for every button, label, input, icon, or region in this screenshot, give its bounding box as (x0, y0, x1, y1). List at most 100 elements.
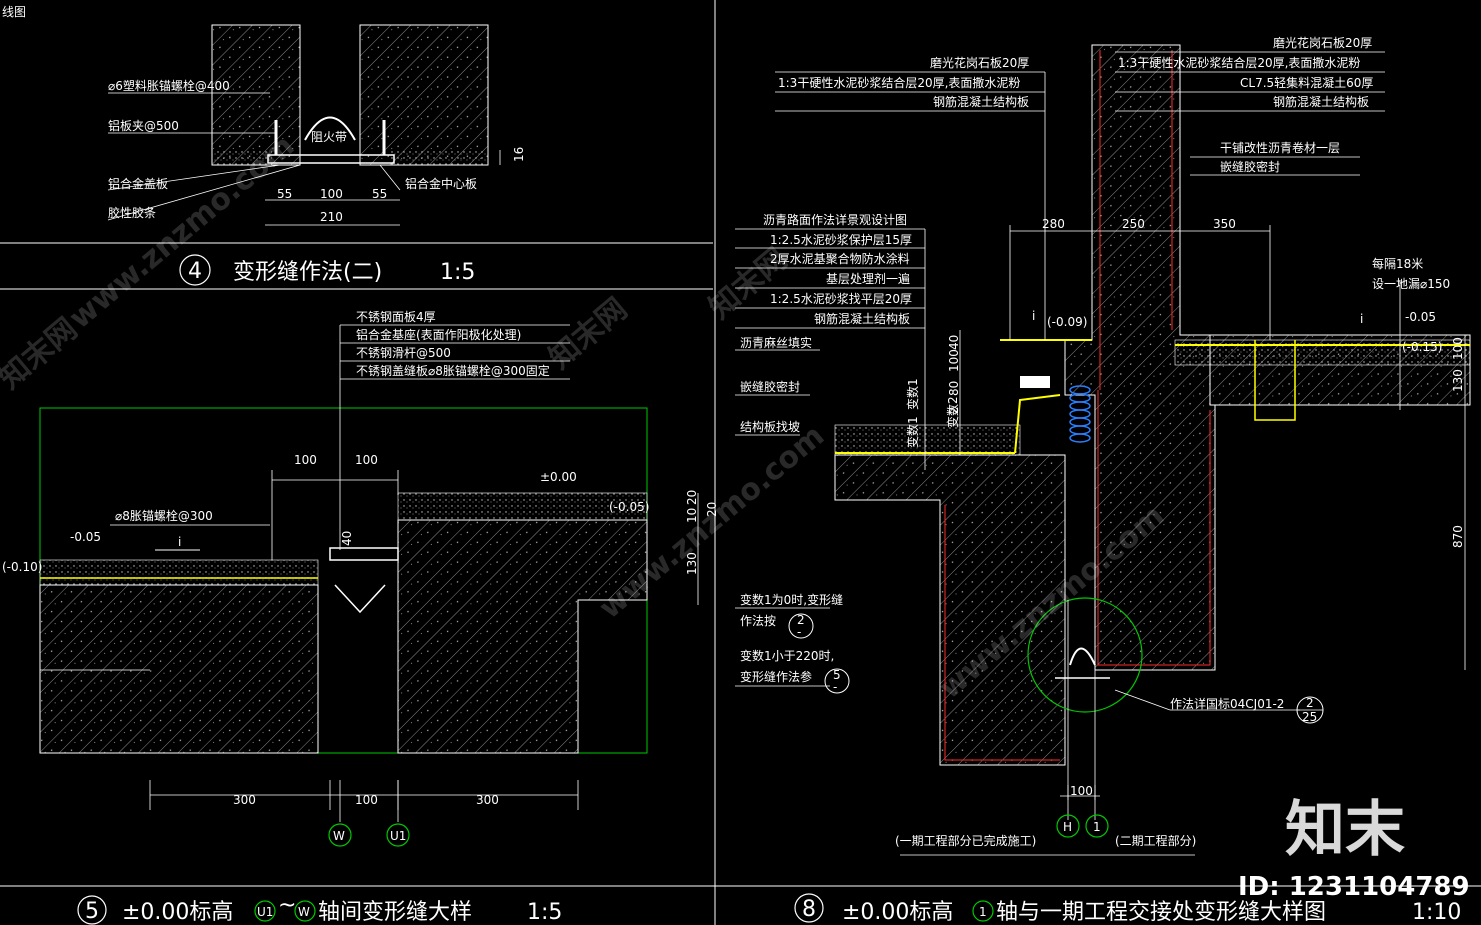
d8-dim-r100: 100 (1451, 337, 1465, 360)
d8-note-2: 嵌缝胶密封 (740, 379, 800, 394)
d8-ref-c-top: 2 (1306, 696, 1314, 710)
d5-title-axis-a: U1 (257, 905, 273, 919)
d5-level-m010: (-0.10) (2, 560, 42, 574)
d8-drain (1254, 340, 1296, 421)
d5-title-sep: ~ (278, 893, 296, 918)
d5-level-m005b: -0.05 (70, 530, 101, 544)
watermark-net-3: 知末网 (703, 241, 794, 326)
d8-rm-layer-2: 嵌缝胶密封 (1220, 159, 1280, 174)
d8-left-slab (834, 454, 1066, 766)
watermark-net-2: 知末网 (543, 291, 634, 376)
d8-note-b-1: 变数1小于220时, (740, 648, 834, 663)
d8-lt-layer-1: 磨光花岗石板20厚 (930, 55, 1029, 70)
d5-number: 5 (85, 899, 99, 924)
d8-slope-left: i (1032, 309, 1035, 323)
d8-title-axis: 1 (979, 905, 987, 919)
d5-dim-b100: 100 (355, 793, 378, 807)
d5-level-zero: ±0.00 (540, 470, 577, 484)
d5-dim-r20: 20 (685, 490, 699, 505)
d4-dim-100: 100 (320, 187, 343, 201)
d4-screed-left (212, 150, 272, 165)
d4-title: 变形缝作法(二) (233, 260, 382, 285)
d8-phase-2: (二期工程部分) (1115, 833, 1196, 848)
d5-slope: i (178, 535, 181, 549)
d4-dim-16: 16 (512, 147, 526, 162)
d8-dim-2: 2 (947, 406, 961, 414)
d4-screed-right (390, 150, 488, 165)
d8-note-3: 结构板找坡 (740, 419, 800, 434)
d5-dim-b300a: 300 (233, 793, 256, 807)
d8-title-suffix: 轴与一期工程交接处变形缝大样图 (996, 900, 1326, 925)
d5-dim-b300b: 300 (476, 793, 499, 807)
d8-spring-coil (1069, 385, 1091, 443)
d8-drain-note-1: 每隔18米 (1372, 256, 1423, 271)
d5-layer-4: 不锈钢盖缝板⌀8胀锚螺栓@300固定 (356, 363, 550, 378)
d8-rt-layer-1: 磨光花岗石板20厚 (1273, 35, 1372, 50)
d8-red-outline (944, 50, 1211, 761)
d8-dim-350: 350 (1213, 217, 1236, 231)
d8-lt-layer-3: 钢筋混凝土结构板 (933, 94, 1029, 109)
d4-fire-strip (304, 116, 356, 141)
d8-level-m005: -0.05 (1405, 310, 1436, 324)
watermark-url-1: www.znzmo.com (63, 128, 301, 336)
d5-dim-r10: 10 (685, 508, 699, 523)
d4-left-block (211, 24, 301, 166)
detail-4-title: 4 变形缝作法(二) 1:5 (179, 254, 475, 286)
watermark-net-1: 知末网 (0, 311, 84, 396)
d8-dim-r130: 130 (1451, 369, 1465, 392)
image-id: ID: 1231104789 (1238, 872, 1470, 902)
d8-ref-a-top: 2 (797, 613, 805, 627)
d4-bolt-label: ⌀6塑料胀锚螺栓@400 (108, 78, 230, 93)
d8-scale: 1:10 (1412, 900, 1461, 925)
d8-l-layer-6: 钢筋混凝土结构板 (814, 311, 910, 326)
d5-title-prefix: ±0.00标高 (122, 900, 233, 925)
d8-ref-c-bottom: 25 (1302, 710, 1317, 724)
d5-left-screed (39, 559, 319, 586)
d4-fire-label: 阻火带 (311, 130, 347, 144)
d8-rt-layer-4: 钢筋混凝土结构板 (1273, 94, 1369, 109)
d8-dim-b100: 100 (1070, 784, 1093, 798)
d5-layer-2: 铝合金基座(表面作阳极化处理) (356, 327, 521, 342)
d5-title-axis-b: W (298, 905, 310, 919)
watermarks: www.znzmo.com www.znzmo.com www.znzmo.co… (0, 128, 1470, 902)
d8-slope-right: i (1360, 312, 1363, 326)
d4-number: 4 (188, 259, 202, 284)
d5-right-slab (397, 519, 648, 754)
d4-glue-label: 胶性胶条 (108, 205, 156, 220)
d8-ref-b-top: 5 (833, 668, 841, 682)
detail-8-drawing: 磨光花岗石板20厚 1:3干硬性水泥砂浆结合层20厚,表面撒水泥粉 钢筋混凝土结… (735, 35, 1471, 856)
d8-note-a-1: 变数1为0时,变形缝 (740, 592, 843, 607)
d4-scale: 1:5 (440, 260, 475, 285)
d5-title-suffix: 轴间变形缝大样 (318, 900, 472, 925)
d8-var-1: 变数1 (905, 378, 920, 410)
d4-plate-label: 铝合金盖板 (108, 176, 168, 191)
d8-note-b-2: 变形缝作法参 (740, 669, 812, 684)
d4-right-block (359, 24, 489, 166)
d8-l-layer-5: 1:2.5水泥砂浆找平层20厚 (770, 291, 912, 306)
d8-drain-note-2: 设一地漏⌀150 (1372, 277, 1450, 291)
d4-clip-label: 铝板夹@500 (108, 118, 179, 133)
d8-axis-right: 1 (1093, 820, 1101, 834)
d5-axis-left: W (333, 829, 345, 843)
d8-l-layer-1: 沥青路面作法详景观设计图 (763, 212, 907, 227)
d8-dim-80: 80 (947, 381, 961, 396)
d8-lt-layer-2: 1:3干硬性水泥砂浆结合层20厚,表面撒水泥粉 (778, 75, 1020, 90)
d5-level-m005a: (-0.05) (609, 500, 649, 514)
d5-scale: 1:5 (527, 900, 562, 925)
d8-rm-layer-1: 干铺改性沥青卷材一层 (1220, 140, 1340, 155)
d8-rt-layer-2: 1:3干硬性水泥砂浆结合层20厚,表面撒水泥粉 (1118, 55, 1360, 70)
d8-note-a-2: 作法按 (740, 614, 776, 628)
d5-dim-t100b: 100 (355, 453, 378, 467)
d8-var-3: 变数1 (905, 416, 920, 448)
d4-number-circle (179, 254, 211, 286)
d8-number: 8 (802, 897, 816, 922)
d5-dim-t100a: 100 (294, 453, 317, 467)
d8-level-m015: (-0.15) (1402, 340, 1442, 354)
d5-left-slab (39, 584, 319, 754)
d8-std-note: 作法详国标04CJ01-2 (1170, 696, 1284, 711)
d4-center-label: 铝合金中心板 (405, 176, 477, 191)
d8-title-prefix: ±0.00标高 (842, 900, 953, 925)
d8-dim-250: 250 (1122, 217, 1145, 231)
d5-dim-c40: 40 (340, 531, 354, 546)
